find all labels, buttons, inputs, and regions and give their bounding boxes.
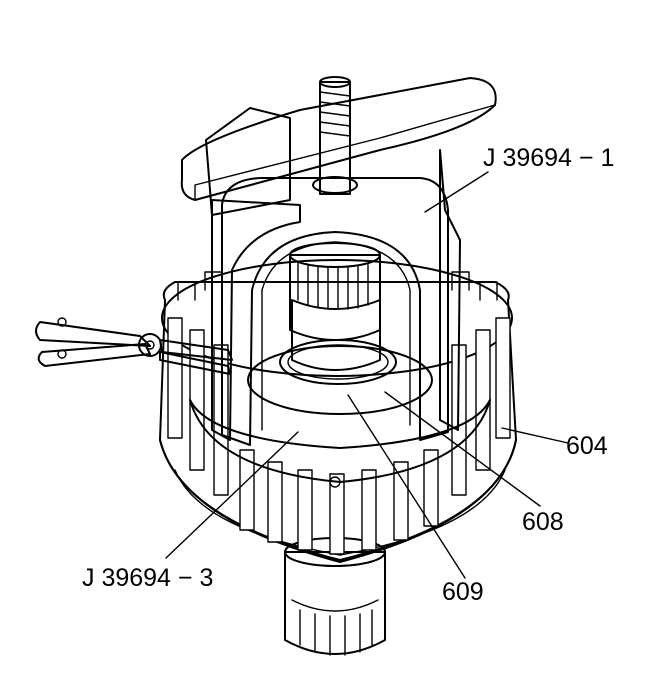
callout-j39694-1: J 39694 − 1 [483, 144, 614, 172]
snap-ring-pliers [35, 317, 233, 375]
callout-609: 609 [442, 578, 484, 606]
leader-j39694-3 [165, 431, 299, 559]
leader-lines [165, 171, 569, 579]
input-shaft-hub [247, 242, 433, 415]
leader-604 [501, 427, 569, 444]
leader-609 [347, 394, 466, 579]
threaded-screw [312, 76, 358, 195]
leader-608 [384, 391, 541, 507]
callout-608: 608 [522, 508, 564, 536]
callout-604: 604 [566, 432, 608, 460]
clutch-drum-604 [159, 259, 517, 563]
callout-j39694-3: J 39694 − 3 [82, 564, 213, 592]
leader-j39694-1 [424, 171, 489, 213]
lower-hub [284, 537, 386, 656]
